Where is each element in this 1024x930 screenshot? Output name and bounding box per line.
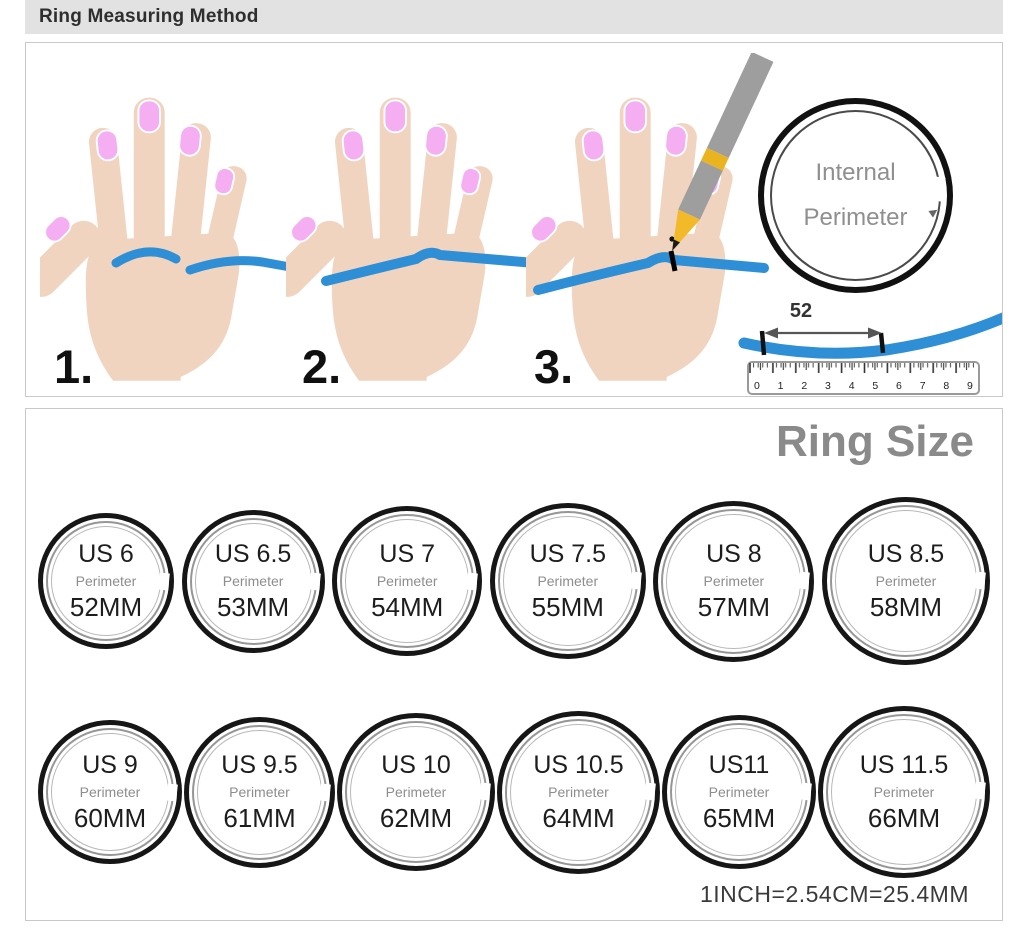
ring-inner-gap [158,572,170,591]
page-title-bar: Ring Measuring Method [25,0,1003,34]
mm-value: 57MM [697,591,770,622]
ruler-tick-marks [749,363,978,375]
us-size-label: US 6.5 [214,539,292,568]
perimeter-label: Perimeter [222,572,284,589]
hand-step2-illustration [286,96,564,381]
mm-value: 62MM [379,802,453,833]
ring-size-circle: US11 Perimeter 65MM [662,715,816,869]
step-1-number: 1. [54,340,94,393]
ring-inner-gap [629,571,642,590]
hand-step1-illustration [40,96,295,381]
mm-value: 53MM [216,591,290,622]
mm-value: 55MM [531,591,604,622]
us-size-label: US 6 [78,539,134,568]
us-size-label: US 8 [706,539,762,568]
mm-value: 58MM [869,591,943,622]
perimeter-label: Perimeter [875,572,937,589]
string-marked-illustration [533,252,769,295]
ring-inner-gap [974,571,986,589]
measuring-method-panel: 1. 2. 3. Internal Perimeter 52 [25,42,1003,397]
perimeter-label: Perimeter [548,783,609,800]
ring-size-circle: US 7.5 Perimeter 55MM [489,503,646,659]
mm-value: 64MM [542,802,615,833]
ring-size-row-2: US 9 Perimeter 60MM US 9.5 Perimeter 61M… [38,683,990,901]
ruler-num: 1 [777,380,784,392]
length-arrow-icon [764,327,882,339]
perimeter-label: Perimeter [703,572,765,589]
us-size-label: US 9.5 [221,750,298,779]
page-title: Ring Measuring Method [39,6,259,27]
mm-value: 60MM [73,802,147,833]
ring-size-title: Ring Size [775,417,974,466]
ring-inner-gap [308,572,321,591]
ring-inner-gap [319,783,331,802]
perimeter-label: Perimeter [75,572,137,589]
ring-size-circle: US 6 Perimeter 52MM [38,513,174,649]
ring-size-circle: US 9 Perimeter 60MM [38,720,182,864]
pencil-illustration [672,53,774,251]
ring-size-circle: US 8 Perimeter 57MM [653,500,815,662]
ruler-num: 3 [825,380,831,392]
ring-inner-gap [644,782,656,801]
ring-size-circle: US 7 Perimeter 54MM [332,506,483,656]
ruler-num: 8 [943,380,950,392]
ruler-numbers: 0 1 2 3 4 5 6 7 8 9 [749,380,978,392]
inch-conversion-note: 1INCH=2.54CM=25.4MM [700,881,969,907]
ruler-num: 6 [896,380,902,392]
step-2-number: 2. [302,340,342,393]
us-size-label: US 10 [381,750,451,779]
mm-value: 61MM [223,802,296,833]
string-mark-tick [668,250,678,272]
mm-value: 65MM [702,802,776,833]
us-size-label: US11 [708,750,770,779]
ring-inner-gap [466,572,479,591]
us-size-label: US 11.5 [859,750,949,779]
ring-inner-gap [798,571,811,590]
perimeter-label: Perimeter [79,783,141,800]
us-size-label: US 8.5 [867,539,945,568]
internal-perimeter-label: Internal Perimeter [764,104,947,287]
ring-size-panel: Ring Size US 6 Perimeter 52MM US 6.5 Per… [25,408,1003,921]
pencil-dot [669,236,675,242]
perimeter-label: Perimeter [708,783,770,800]
us-size-label: US 7.5 [529,539,606,568]
perimeter-label: Perimeter [537,572,599,589]
perimeter-label: Perimeter [803,204,908,231]
ruler-num: 9 [967,380,973,392]
mm-value: 66MM [867,802,941,833]
step-3-number: 3. [534,340,574,393]
us-size-label: US 7 [379,539,435,568]
ring-size-circle: US 10 Perimeter 62MM [337,713,495,871]
ring-size-circle: US 10.5 Perimeter 64MM [497,710,660,874]
perimeter-label: Perimeter [385,783,447,800]
ruler-illustration: 0 1 2 3 4 5 6 7 8 9 [747,361,980,395]
ring-inner-gap [800,782,812,801]
string-wrap-illustration [111,247,295,275]
ring-size-circle: US 6.5 Perimeter 53MM [181,509,325,653]
ruler-num: 2 [801,380,808,392]
hand-step3-illustration [526,53,774,381]
us-size-label: US 9 [82,750,138,779]
mm-value: 54MM [371,591,444,622]
string-length-value: 52 [789,300,813,322]
ruler-num: 7 [919,380,926,392]
perimeter-label: Perimeter [376,572,438,589]
us-size-label: US 10.5 [533,750,624,779]
ring-size-circle: US 9.5 Perimeter 61MM [184,716,335,868]
ring-inner-gap [166,783,178,802]
ruler-num: 5 [872,380,879,392]
perimeter-label: Perimeter [873,783,935,800]
ring-size-circle: US 8.5 Perimeter 58MM [821,497,990,665]
mm-value: 52MM [69,591,143,622]
ruler-num: 0 [754,380,760,392]
ring-inner-gap [479,782,491,801]
ring-inner-gap [974,781,986,800]
ruler-num: 4 [848,380,855,392]
ring-size-circle: US 11.5 Perimeter 66MM [818,706,990,878]
internal-label: Internal [815,159,896,186]
ring-size-row-1: US 6 Perimeter 52MM US 6.5 Perimeter 53M… [38,475,990,687]
perimeter-label: Perimeter [229,783,290,800]
string-pulled-illustration [321,247,564,286]
internal-perimeter-ring: Internal Perimeter [758,98,953,293]
